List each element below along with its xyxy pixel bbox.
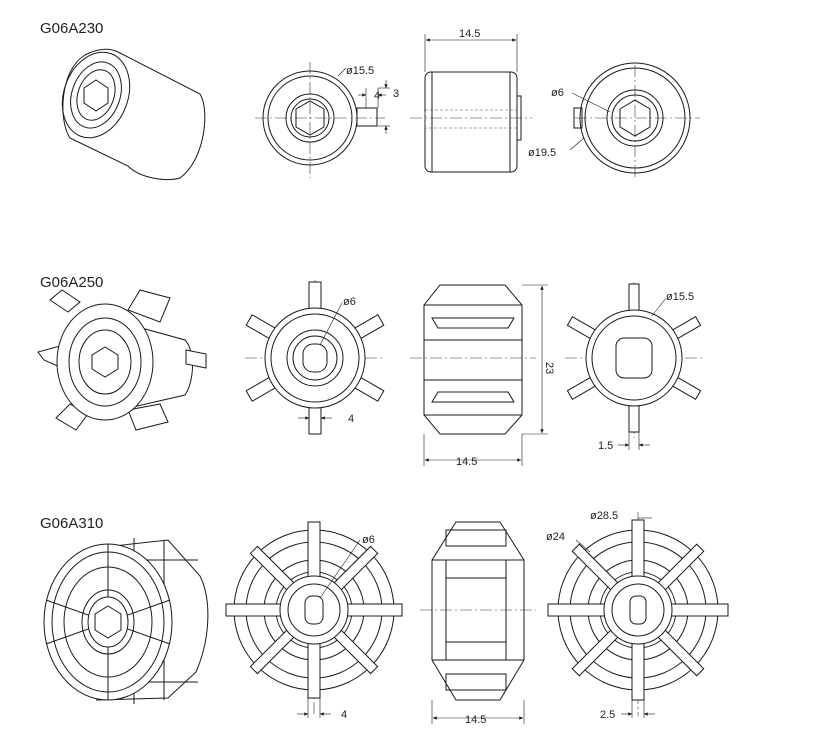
g06a310-back-inner-label: ø24 [546,531,565,543]
g06a230-key-width-label: 4 [374,90,380,102]
g06a230-back-bore-label: ø6 [551,87,564,99]
g06a310-side-view: 14.5 [420,521,536,726]
part-g06a230: G06A230 ø15.5 4 [40,20,700,180]
g06a230-key-depth-label: 3 [393,88,399,100]
g06a310-isometric-view [43,538,209,704]
part-code-g06a230: G06A230 [40,20,103,37]
g06a250-side-view: 23 14.5 [410,284,555,468]
g06a250-back-dia-label: ø15.5 [666,291,694,303]
g06a250-back-view: ø15.5 1.5 [565,282,705,452]
part-code-g06a310: G06A310 [40,515,103,532]
part-g06a250: G06A250 [37,274,705,468]
g06a310-front-bore-label: ø6 [362,534,375,546]
g06a310-back-outer-label: ø28.5 [590,510,618,522]
g06a310-front-view: ø6 4 [225,521,403,721]
part-code-g06a250: G06A250 [40,274,103,291]
g06a230-front-dia-label: ø15.5 [346,65,374,77]
g06a250-back-key-label: 1.5 [598,440,613,452]
g06a250-side-height-label: 23 [543,362,555,374]
g06a230-front-view: ø15.5 4 3 [255,62,399,178]
g06a250-isometric-view [37,289,207,431]
g06a230-isometric-view [61,48,206,180]
g06a230-back-view: ø6 ø19.5 [528,62,700,178]
g06a310-side-width-label: 14.5 [465,714,486,726]
g06a310-back-key-label: 2.5 [600,709,615,721]
g06a230-side-width-label: 14.5 [459,28,480,40]
g06a310-back-view: ø28.5 ø24 2.5 [546,510,729,721]
g06a230-back-dia-label: ø19.5 [528,147,556,159]
g06a250-side-width-label: 14.5 [456,456,477,468]
g06a250-front-bore-label: ø6 [343,296,356,308]
g06a250-front-key-label: 4 [348,413,354,425]
g06a250-front-view: ø6 4 [245,280,385,435]
g06a310-front-key-label: 4 [341,709,347,721]
part-g06a310: G06A310 [40,510,729,726]
g06a230-side-view: 14.5 [410,28,532,173]
